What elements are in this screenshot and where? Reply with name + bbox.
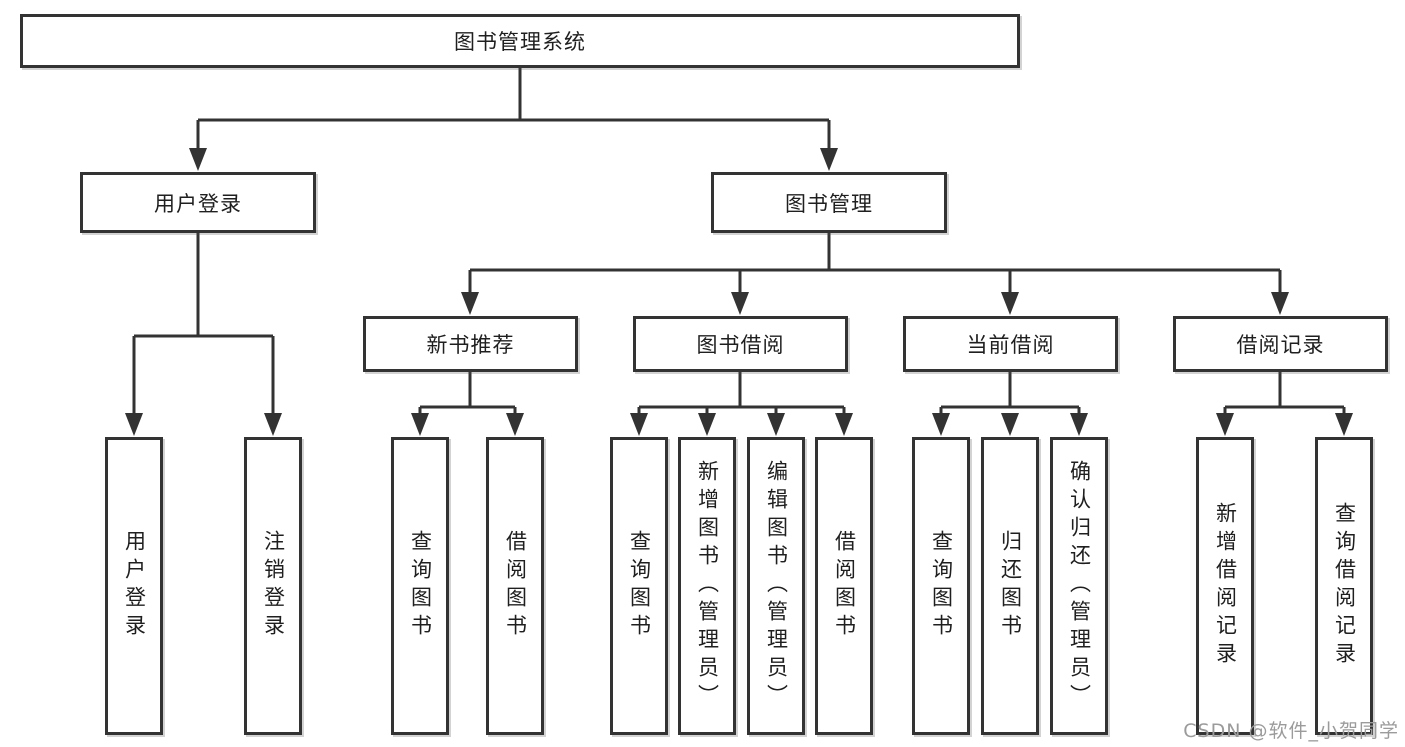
node-label: 图书管理 <box>785 191 873 216</box>
node-new-book-recommend: 新书推荐 <box>363 316 578 372</box>
node-label: 用户登录 <box>154 191 242 216</box>
leaf-query-books-current: 查询图书 <box>912 437 970 735</box>
leaf-edit-books-admin: 编辑图书（管理员） <box>747 437 805 735</box>
node-label: 注销登录 <box>261 530 286 642</box>
node-current-borrow: 当前借阅 <box>903 316 1118 372</box>
node-label: 用户登录 <box>122 530 147 642</box>
node-book-management: 图书管理 <box>711 172 947 233</box>
node-user-login: 用户登录 <box>80 172 316 233</box>
node-label: 新增图书（管理员） <box>695 460 720 712</box>
leaf-logout: 注销登录 <box>244 437 302 735</box>
node-label: 编辑图书（管理员） <box>764 460 789 712</box>
node-label: 借阅记录 <box>1236 333 1325 357</box>
node-label: 借阅图书 <box>503 530 528 642</box>
node-label: 新增借阅记录 <box>1213 502 1238 670</box>
leaf-query-books-recommend: 查询图书 <box>391 437 449 735</box>
leaf-query-borrow-record: 查询借阅记录 <box>1315 437 1373 735</box>
node-book-borrow: 图书借阅 <box>633 316 848 372</box>
leaf-return-books: 归还图书 <box>981 437 1039 735</box>
leaf-borrow-books-recommend: 借阅图书 <box>486 437 544 735</box>
leaf-add-books-admin: 新增图书（管理员） <box>678 437 736 735</box>
csdn-watermark: CSDN @软件_小贺同学 <box>1183 720 1399 742</box>
node-borrow-records: 借阅记录 <box>1173 316 1388 372</box>
node-label: 新书推荐 <box>426 333 515 357</box>
node-label: 归还图书 <box>998 530 1023 642</box>
leaf-query-books-borrow: 查询图书 <box>610 437 668 735</box>
node-label: 查询借阅记录 <box>1332 502 1357 670</box>
node-label: 查询图书 <box>408 530 433 642</box>
leaf-borrow-books: 借阅图书 <box>815 437 873 735</box>
node-label: 确认归还（管理员） <box>1067 460 1092 712</box>
node-root: 图书管理系统 <box>20 14 1020 68</box>
node-label: 查询图书 <box>929 530 954 642</box>
leaf-add-borrow-record: 新增借阅记录 <box>1196 437 1254 735</box>
node-label: 当前借阅 <box>966 333 1055 357</box>
node-label: 图书借阅 <box>696 333 785 357</box>
node-label: 借阅图书 <box>832 530 857 642</box>
node-label: 查询图书 <box>627 530 652 642</box>
node-label: 图书管理系统 <box>454 30 586 54</box>
leaf-confirm-return-admin: 确认归还（管理员） <box>1050 437 1108 735</box>
leaf-user-login: 用户登录 <box>105 437 163 735</box>
